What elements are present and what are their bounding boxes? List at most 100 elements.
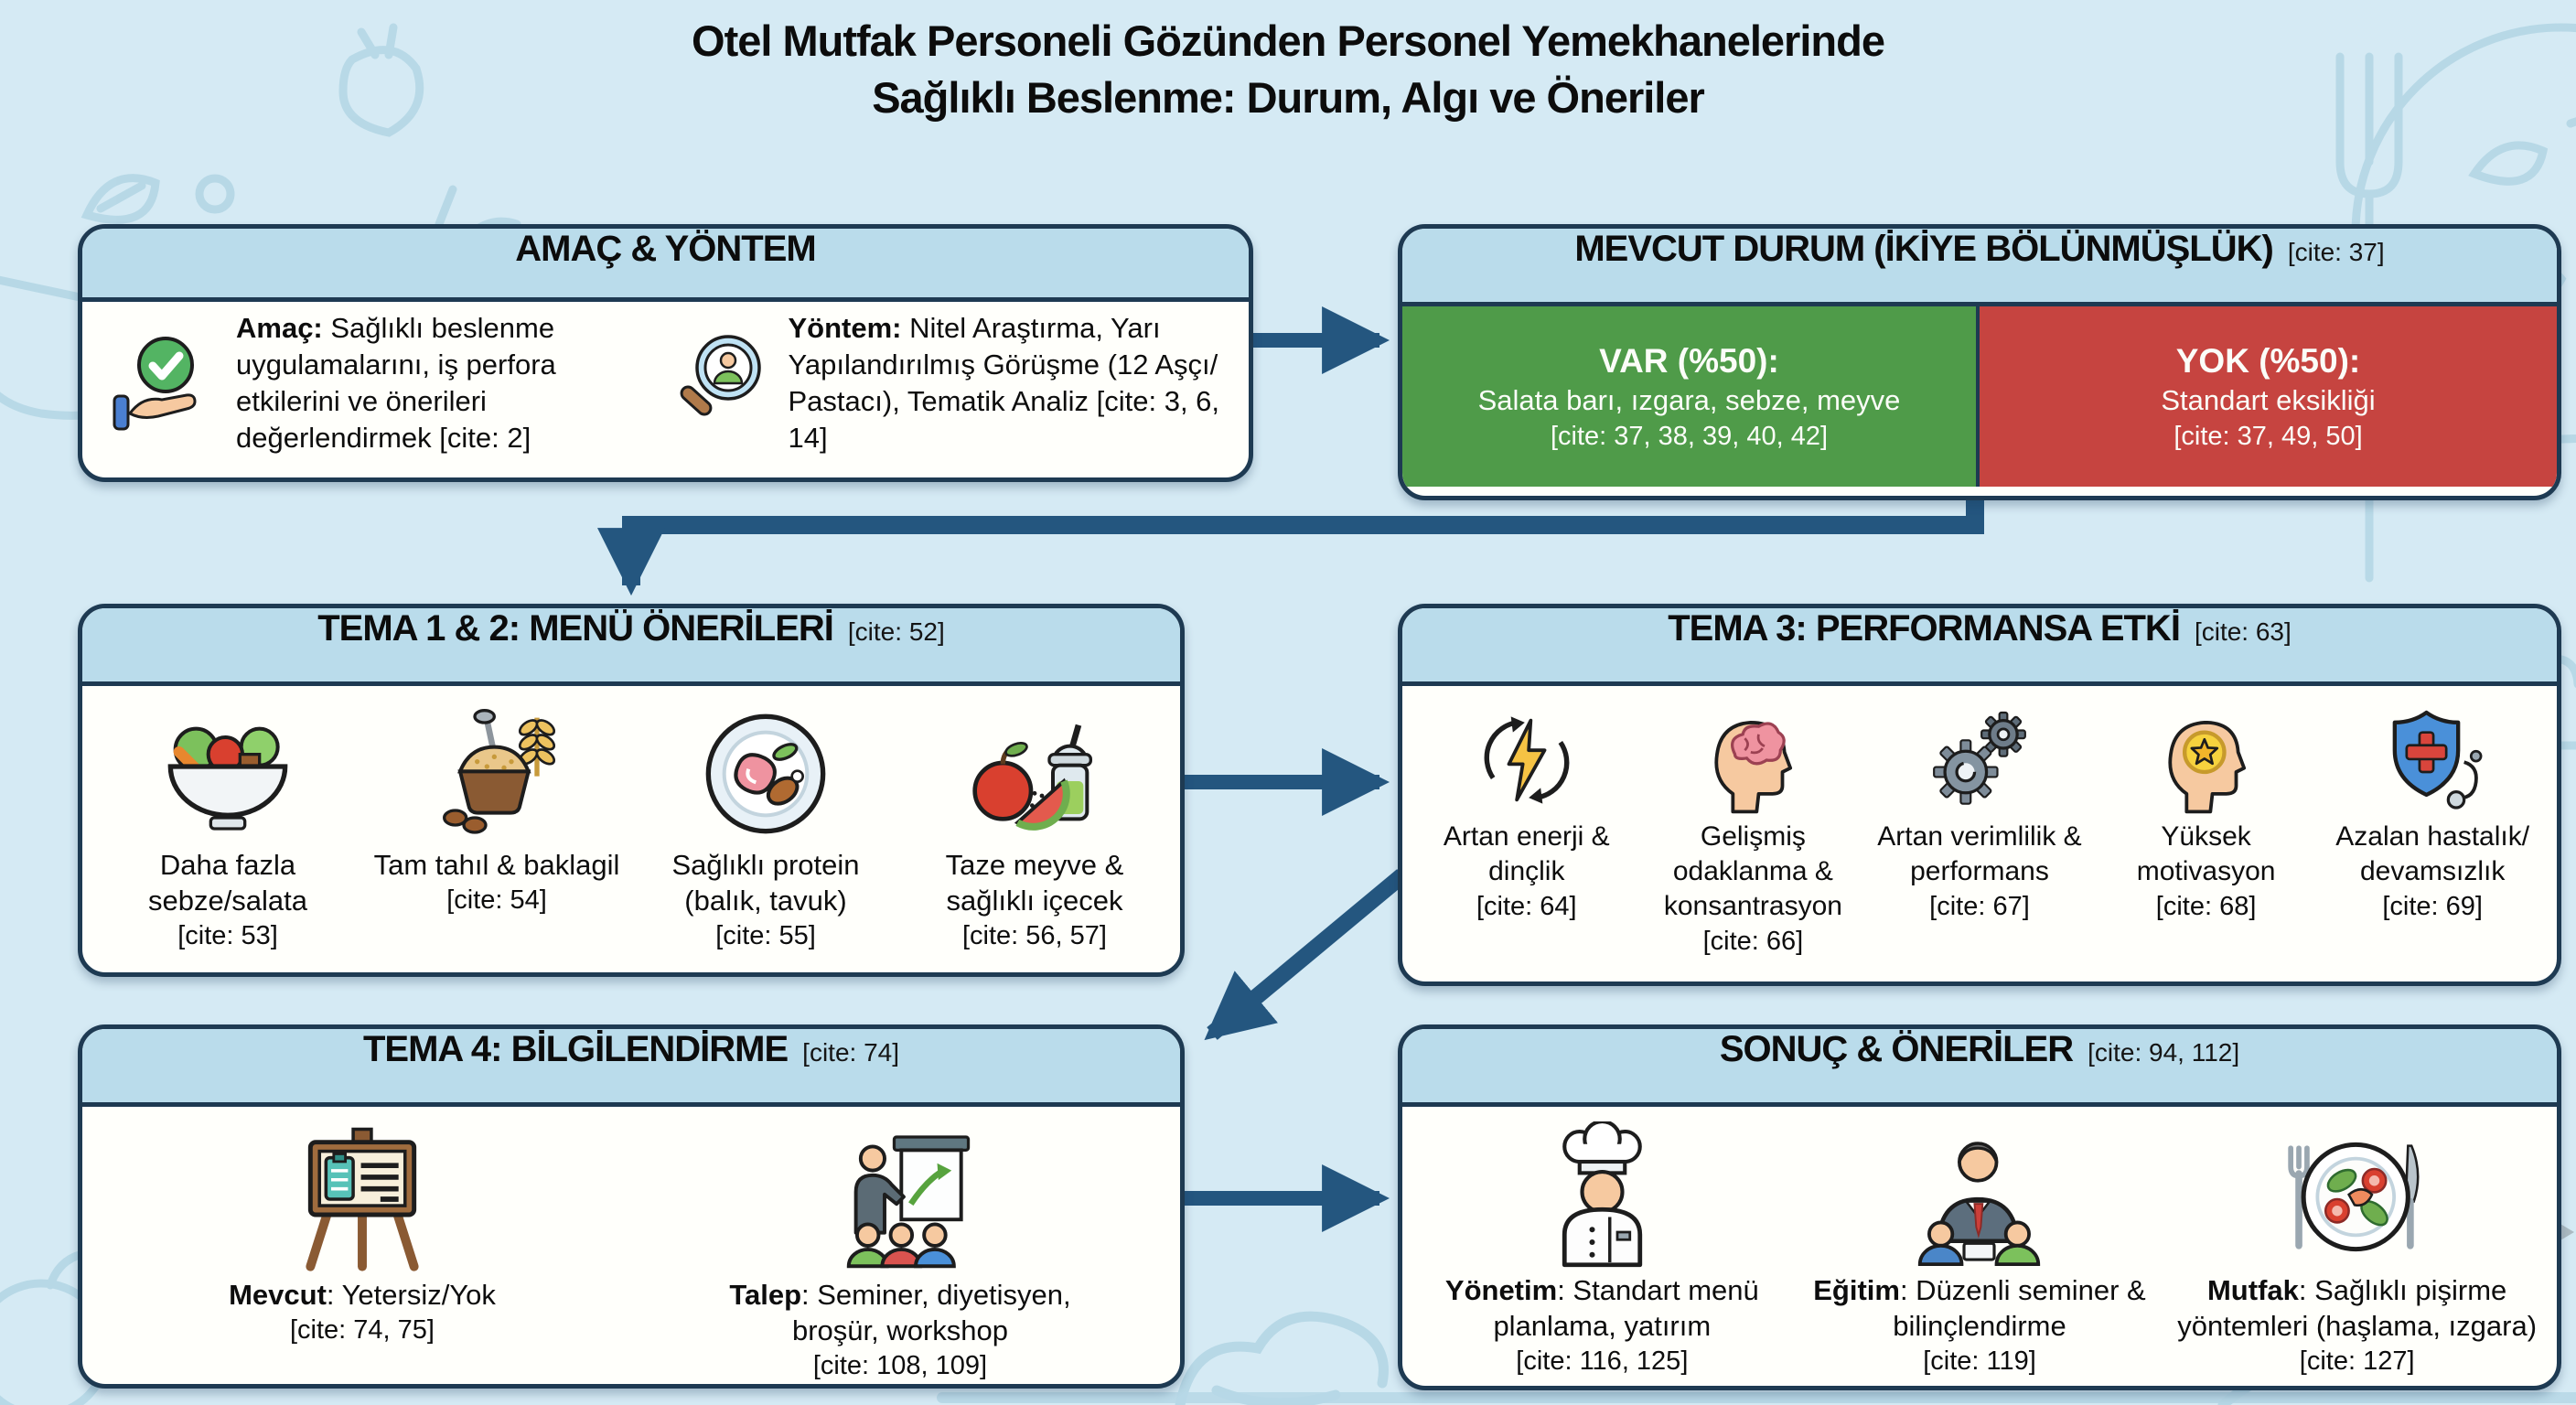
fruit-drink-icon xyxy=(961,701,1108,847)
box-mevcut-durum: MEVCUT DURUM (İKİYE BÖLÜNMÜŞLÜK) [cite: … xyxy=(1398,224,2561,500)
item-label: Yönetim: Standart menü planlama, yatırım xyxy=(1419,1272,1785,1344)
impact-item-focus: Gelişmiş odaklanma & konsantrasyon [cite… xyxy=(1646,701,1861,959)
arrow-tema3-to-tema4 xyxy=(1204,869,1408,1041)
item-label: Sağlıklı protein (balık, tavuk) xyxy=(671,849,860,917)
energy-icon xyxy=(1467,701,1586,820)
item-label-rest: : Standart menü planlama, yatırım xyxy=(1493,1274,1759,1342)
doodle-leaf-left xyxy=(80,174,160,224)
info-item-demand: Talep: Seminer, diyetisyen, broşür, work… xyxy=(685,1121,1115,1383)
item-label: Yüksek motivasyon xyxy=(2136,821,2276,886)
box-tema12: TEMA 1 & 2: MENÜ ÖNERİLERİ [cite: 52] xyxy=(78,604,1185,977)
var-cite: [cite: 37, 38, 39, 40, 42] xyxy=(1550,421,1829,451)
box-tema3-title: TEMA 3: PERFORMANSA ETKİ xyxy=(1668,608,2181,649)
box-amac-header: AMAÇ & YÖNTEM xyxy=(82,229,1249,302)
box-tema4-title: TEMA 4: BİLGİLENDİRME xyxy=(362,1029,789,1069)
yontem-column: Yöntem: Nitel Araştırma, Yarı Yapılandır… xyxy=(666,310,1228,456)
yok-cite: [cite: 37, 49, 50] xyxy=(2174,421,2363,451)
box-tema12-title: TEMA 1 & 2: MENÜ ÖNERİLERİ xyxy=(317,608,834,649)
impact-item-energy: Artan enerji & dinçlik [cite: 64] xyxy=(1419,701,1634,924)
yok-text: Standart eksikliği xyxy=(2161,383,2376,416)
page-title: Otel Mutfak Personeli Gözünden Personel … xyxy=(0,13,2576,126)
box-amac-yontem: AMAÇ & YÖNTEM Amaç: Sağlıklı beslenme uy… xyxy=(78,224,1253,482)
menu-item-fruit-drink: Taze meyve & sağlıklı içecek [cite: 56, … xyxy=(910,701,1159,953)
item-cite: [cite: 74, 75] xyxy=(290,1315,435,1345)
impact-item-productivity: Artan verimlilik & performans [cite: 67] xyxy=(1872,701,2087,924)
box-mevcut-cite: [cite: 37] xyxy=(2287,238,2385,266)
yok-cell: YOK (%50): Standart eksikliği [cite: 37,… xyxy=(1980,306,2557,487)
item-label: Mevcut: Yetersiz/Yok xyxy=(229,1277,496,1313)
doodle-pea xyxy=(195,174,235,214)
item-label: Artan enerji & dinçlik xyxy=(1443,821,1610,886)
item-cite: [cite: 68] xyxy=(2155,892,2257,921)
box-tema3-header: TEMA 3: PERFORMANSA ETKİ [cite: 63] xyxy=(1402,608,2557,686)
box-amac-body: Amaç: Sağlıklı beslenme uygulamalarını, … xyxy=(82,302,1249,465)
yontem-value: Nitel Araştırma, Yarı Yapılandırılmış Gö… xyxy=(788,312,1220,454)
arrow-mevcut-to-tema12 xyxy=(597,488,1984,596)
result-item-training: Eğitim: Düzenli seminer & bilinçlendirme… xyxy=(1797,1121,2163,1378)
box-tema3-cite: [cite: 63] xyxy=(2194,617,2292,646)
box-sonuc-body: Yönetim: Standart menü planlama, yatırım… xyxy=(1402,1107,2557,1384)
item-label: Eğitim: Düzenli seminer & bilinçlendirme xyxy=(1797,1272,2163,1344)
item-cite: [cite: 69] xyxy=(2382,892,2483,921)
item-cite: [cite: 67] xyxy=(1929,892,2030,921)
salad-bowl-icon xyxy=(155,701,301,847)
item-label-bold: Talep xyxy=(729,1279,802,1311)
item-label: Taze meyve & sağlıklı içecek xyxy=(945,849,1124,917)
box-sonuc-header: SONUÇ & ÖNERİLER [cite: 94, 112] xyxy=(1402,1029,2557,1107)
item-cite: [cite: 108, 109] xyxy=(812,1351,988,1380)
item-label-rest: : Düzenli seminer & bilinçlendirme xyxy=(1893,1274,2146,1342)
item-cite: [cite: 54] xyxy=(446,885,547,915)
box-sonuc-cite: [cite: 94, 112] xyxy=(2088,1038,2240,1067)
box-amac-title: AMAÇ & YÖNTEM xyxy=(515,229,816,269)
box-tema4: TEMA 4: BİLGİLENDİRME [cite: 74] xyxy=(78,1024,1185,1389)
yontem-label: Yöntem: xyxy=(788,312,902,344)
box-tema12-cite: [cite: 52] xyxy=(847,617,945,646)
impact-item-health: Azalan hastalık/ devamsızlık [cite: 69] xyxy=(2325,701,2540,924)
trainer-icon xyxy=(1904,1121,2055,1272)
item-cite: [cite: 64] xyxy=(1476,892,1577,921)
brain-focus-icon xyxy=(1693,701,1812,820)
whole-grain-icon xyxy=(424,701,570,847)
item-label: Talep: Seminer, diyetisyen, broşür, work… xyxy=(685,1277,1115,1348)
item-label-bold: Mevcut xyxy=(229,1279,327,1311)
item-cite: [cite: 56, 57] xyxy=(962,921,1107,950)
yontem-text: Yöntem: Nitel Araştırma, Yarı Yapılandır… xyxy=(789,310,1228,456)
item-label-rest: : Sağlıklı pişirme yöntemleri (haşlama, … xyxy=(2177,1274,2538,1342)
item-cite: [cite: 53] xyxy=(177,921,278,950)
item-cite: [cite: 116, 125] xyxy=(1516,1346,1689,1376)
menu-item-grains: Tam tahıl & baklagil [cite: 54] xyxy=(372,701,621,917)
health-shield-icon xyxy=(2373,701,2492,820)
item-label: Mutfak: Sağlıklı pişirme yöntemleri (haş… xyxy=(2174,1272,2540,1344)
var-text: Salata barı, ızgara, sebze, meyve xyxy=(1477,383,1901,416)
result-item-kitchen: Mutfak: Sağlıklı pişirme yöntemleri (haş… xyxy=(2174,1121,2540,1378)
item-label: Daha fazla sebze/salata xyxy=(147,849,308,917)
box-tema4-body: Mevcut: Yetersiz/Yok [cite: 74, 75] xyxy=(82,1107,1180,1384)
menu-item-vegetables: Daha fazla sebze/salata [cite: 53] xyxy=(103,701,352,953)
easel-icon xyxy=(284,1121,440,1277)
motivation-icon xyxy=(2147,701,2266,820)
chef-icon xyxy=(1527,1121,1678,1272)
protein-plate-icon xyxy=(692,701,839,847)
item-cite: [cite: 127] xyxy=(2299,1346,2415,1376)
presenter-icon xyxy=(822,1121,978,1277)
menu-item-protein: Sağlıklı protein (balık, tavuk) [cite: 5… xyxy=(641,701,890,953)
item-label-bold: Eğitim xyxy=(1813,1274,1900,1306)
gears-icon xyxy=(1920,701,2039,820)
box-tema4-header: TEMA 4: BİLGİLENDİRME [cite: 74] xyxy=(82,1029,1180,1107)
box-tema12-body: Daha fazla sebze/salata [cite: 53] xyxy=(82,686,1180,959)
item-label: Azalan hastalık/ devamsızlık xyxy=(2335,821,2530,886)
item-cite: [cite: 55] xyxy=(715,921,816,950)
box-mevcut-body: VAR (%50): Salata barı, ızgara, sebze, m… xyxy=(1402,306,2557,487)
healthy-plate-icon xyxy=(2281,1121,2432,1272)
result-item-management: Yönetim: Standart menü planlama, yatırım… xyxy=(1419,1121,1785,1378)
magnifier-person-icon xyxy=(666,327,776,441)
amac-text: Amaç: Sağlıklı beslenme uygulamalarını, … xyxy=(236,310,666,456)
item-cite: [cite: 66] xyxy=(1702,927,1804,956)
yok-title: YOK (%50): xyxy=(2175,341,2361,380)
item-cite: [cite: 119] xyxy=(1923,1346,2036,1376)
doodle-strawberry xyxy=(338,23,424,137)
var-title: VAR (%50): xyxy=(1599,341,1779,380)
item-label: Tam tahıl & baklagil xyxy=(373,849,620,881)
impact-item-motivation: Yüksek motivasyon [cite: 68] xyxy=(2098,701,2313,924)
